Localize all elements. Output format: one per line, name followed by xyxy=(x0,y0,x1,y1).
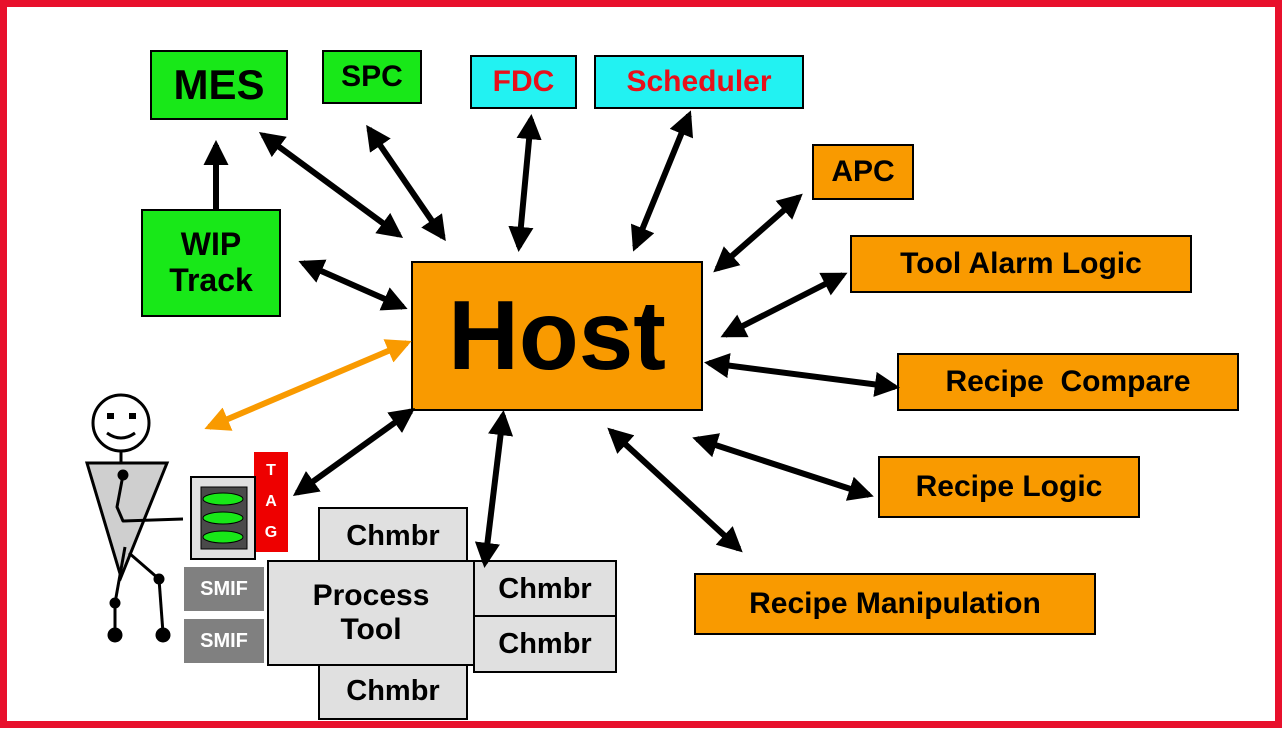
chamber-label: Chmbr xyxy=(346,674,440,707)
arrow-tool-host xyxy=(474,409,514,569)
scheduler-box: Scheduler xyxy=(594,55,804,109)
spc-box: SPC xyxy=(322,50,422,104)
diagram-artwork xyxy=(84,110,900,643)
spc-label: SPC xyxy=(341,60,403,94)
operator-figure xyxy=(84,393,184,643)
smif-label: SMIF xyxy=(200,629,248,652)
chamber-label: Chmbr xyxy=(498,627,592,660)
terminal-icon xyxy=(190,476,256,560)
tag-label-strip: T A G xyxy=(254,452,288,552)
host-label: Host xyxy=(448,280,666,391)
arrow-alarm-host xyxy=(720,272,848,338)
arrow-logic-host xyxy=(692,433,874,501)
arrow-spc-host xyxy=(366,124,446,242)
arrow-fdc-host xyxy=(508,113,542,253)
wip-track-box: WIP Track xyxy=(141,209,281,317)
tool-alarm-logic-label: Tool Alarm Logic xyxy=(900,247,1142,281)
recipe-logic-box: Recipe Logic xyxy=(878,456,1140,518)
chamber-right-lower-box: Chmbr xyxy=(473,615,617,673)
arrow-manipulation-host xyxy=(607,427,743,553)
smif-lower-box: SMIF xyxy=(184,619,264,663)
tool-alarm-logic-box: Tool Alarm Logic xyxy=(850,235,1192,293)
mes-label: MES xyxy=(173,61,265,109)
arrow-mes-host xyxy=(258,132,404,238)
arrow-scheduler-host xyxy=(630,110,694,252)
scheduler-label: Scheduler xyxy=(626,65,772,99)
smif-label: SMIF xyxy=(200,577,248,600)
tag-letter-a: A xyxy=(265,492,277,510)
tag-letter-t: T xyxy=(266,462,276,480)
mes-box: MES xyxy=(150,50,288,120)
apc-box: APC xyxy=(812,144,914,200)
arrow-compare-host xyxy=(704,353,900,397)
process-tool-label: Process Tool xyxy=(312,579,430,646)
recipe-compare-label: Recipe Compare xyxy=(945,365,1191,399)
recipe-logic-label: Recipe Logic xyxy=(915,470,1103,504)
wip-track-label: WIP Track xyxy=(169,226,253,298)
chamber-label: Chmbr xyxy=(346,519,440,552)
recipe-manipulation-box: Recipe Manipulation xyxy=(694,573,1096,635)
arrow-apc-host xyxy=(713,193,803,273)
smif-upper-box: SMIF xyxy=(184,567,264,611)
arrow-operator-host xyxy=(204,339,412,431)
arrow-wip-host xyxy=(298,259,408,311)
fdc-label: FDC xyxy=(492,65,555,99)
recipe-compare-box: Recipe Compare xyxy=(897,353,1239,411)
recipe-manipulation-label: Recipe Manipulation xyxy=(749,587,1041,621)
chamber-label: Chmbr xyxy=(498,572,592,605)
process-tool-box: Process Tool xyxy=(267,560,475,666)
apc-label: APC xyxy=(831,155,895,189)
host-box: Host xyxy=(411,261,703,411)
tag-letter-g: G xyxy=(264,523,278,541)
arrow-tag-host xyxy=(292,408,416,496)
fdc-box: FDC xyxy=(470,55,577,109)
